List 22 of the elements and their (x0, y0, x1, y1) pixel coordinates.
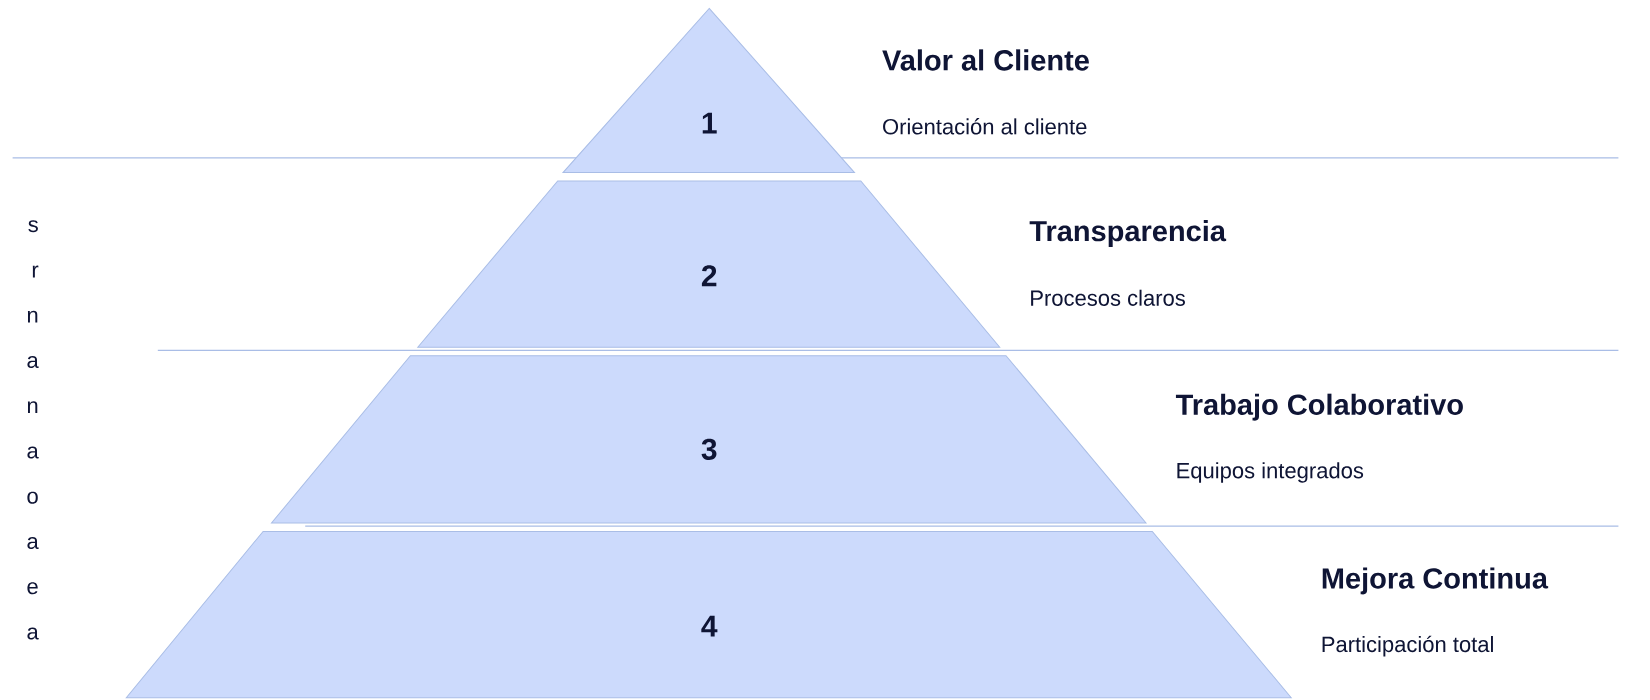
text-fragment: n (27, 401, 38, 414)
tier-description: Equipos integrados (1177, 462, 1364, 483)
tier-description: Participación total (1322, 635, 1493, 657)
tier-title: Trabajo Colaborativo (1175, 393, 1463, 421)
pyramid-tier: 2 (417, 180, 1001, 348)
pyramid-tier: 1 (562, 7, 855, 174)
pyramid-tier: 4 (125, 530, 1292, 699)
pyramid-tier: 3 (271, 355, 1147, 524)
text-fragment: n (27, 310, 38, 323)
text-fragment: a (27, 446, 39, 459)
tier-description: Procesos claros (1031, 289, 1185, 306)
text-fragment: a (27, 355, 39, 369)
tier-title: Mejora Continua (1322, 567, 1549, 595)
tier-title: Transparencia (1029, 220, 1227, 248)
text-fragment: o (27, 491, 38, 504)
text-fragment: e (27, 582, 38, 595)
text-fragment: s (28, 220, 38, 233)
text-fragment: a (27, 536, 39, 549)
tier-description: Orientación al cliente (883, 118, 1087, 135)
text-fragment: a (27, 627, 39, 640)
tier-title: Valor al Cliente (882, 49, 1089, 71)
text-fragment: r (32, 265, 39, 278)
